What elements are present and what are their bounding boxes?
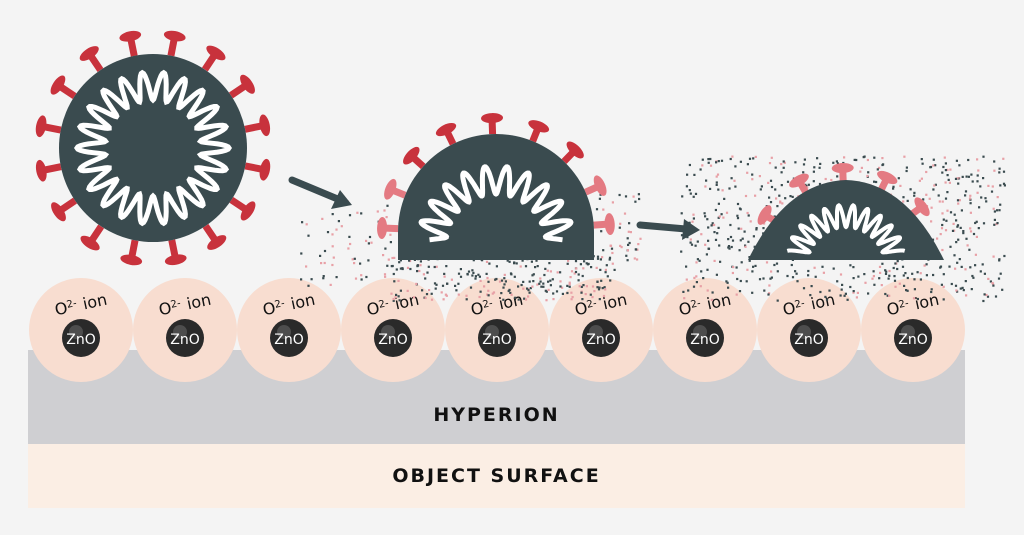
spike-protein bbox=[481, 113, 504, 135]
spike-protein bbox=[202, 223, 227, 250]
hyperion-label: HYPERION bbox=[433, 404, 560, 426]
ion-label: O2-ion bbox=[157, 290, 213, 320]
virus-rna bbox=[418, 164, 574, 243]
zno-label: ZnO bbox=[170, 332, 199, 348]
arrow-icon bbox=[636, 219, 700, 240]
ion-label: O2-ion bbox=[781, 290, 837, 320]
zno-particle: ZnO O2-ion bbox=[445, 278, 549, 382]
zno-label: ZnO bbox=[482, 332, 511, 348]
ion-label: O2-ion bbox=[365, 290, 421, 320]
spike-protein bbox=[244, 114, 271, 137]
zno-particle: ZnO O2-ion bbox=[133, 278, 237, 382]
zno-label: ZnO bbox=[274, 332, 303, 348]
zno-label: ZnO bbox=[66, 332, 95, 348]
virus-envelope bbox=[59, 54, 247, 242]
spike-protein bbox=[164, 239, 187, 266]
zno-label: ZnO bbox=[794, 332, 823, 348]
spike-protein bbox=[403, 146, 426, 170]
zno-particle: ZnO O2-ion bbox=[341, 278, 445, 382]
spike-protein bbox=[244, 158, 271, 181]
spike-protein bbox=[561, 141, 584, 164]
spike-protein bbox=[163, 30, 186, 57]
object-surface-layer bbox=[28, 444, 965, 508]
spike-protein bbox=[35, 115, 62, 138]
spike-protein bbox=[528, 120, 550, 143]
arrow-icon bbox=[288, 176, 352, 209]
spike-protein bbox=[79, 46, 104, 73]
object-surface-label: OBJECT SURFACE bbox=[392, 465, 601, 487]
ion-label: O2-ion bbox=[53, 290, 109, 320]
spike-protein bbox=[789, 173, 810, 195]
ion-label: O2-ion bbox=[885, 290, 941, 320]
spike-protein bbox=[50, 75, 77, 100]
damaged-virus bbox=[377, 113, 615, 260]
zno-label: ZnO bbox=[898, 332, 927, 348]
zno-particle: ZnO O2-ion bbox=[861, 278, 965, 382]
ion-label: O2-ion bbox=[261, 290, 317, 320]
zno-label: ZnO bbox=[690, 332, 719, 348]
spike-protein bbox=[584, 175, 607, 196]
spike-protein bbox=[80, 224, 105, 251]
spike-protein bbox=[51, 197, 78, 222]
spike-protein bbox=[228, 74, 255, 99]
spike-protein bbox=[35, 159, 62, 182]
spike-protein bbox=[377, 217, 399, 240]
spike-protein bbox=[229, 196, 256, 221]
virus-rna bbox=[786, 203, 906, 255]
spike-protein bbox=[119, 30, 142, 57]
spike-protein bbox=[831, 163, 854, 183]
ion-label: O2-ion bbox=[573, 290, 629, 320]
zno-particle: ZnO O2-ion bbox=[549, 278, 653, 382]
spike-protein bbox=[877, 170, 898, 192]
virus-envelope bbox=[398, 134, 594, 260]
disintegrated-virus bbox=[748, 163, 944, 260]
zno-label: ZnO bbox=[586, 332, 615, 348]
zno-label: ZnO bbox=[378, 332, 407, 348]
virus-rna bbox=[73, 69, 233, 227]
spike-protein bbox=[201, 45, 226, 72]
spike-protein bbox=[435, 122, 457, 146]
zno-particle: ZnO O2-ion bbox=[653, 278, 757, 382]
spike-protein bbox=[120, 239, 143, 266]
zno-particle: ZnO O2-ion bbox=[29, 278, 133, 382]
intact-virus bbox=[35, 30, 271, 266]
zno-particle: ZnO O2-ion bbox=[237, 278, 341, 382]
spike-protein bbox=[384, 178, 407, 200]
ion-label: O2-ion bbox=[677, 290, 733, 320]
ion-label: O2-ion bbox=[469, 290, 525, 320]
spike-protein bbox=[593, 213, 615, 236]
zno-particle: ZnO O2-ion bbox=[757, 278, 861, 382]
